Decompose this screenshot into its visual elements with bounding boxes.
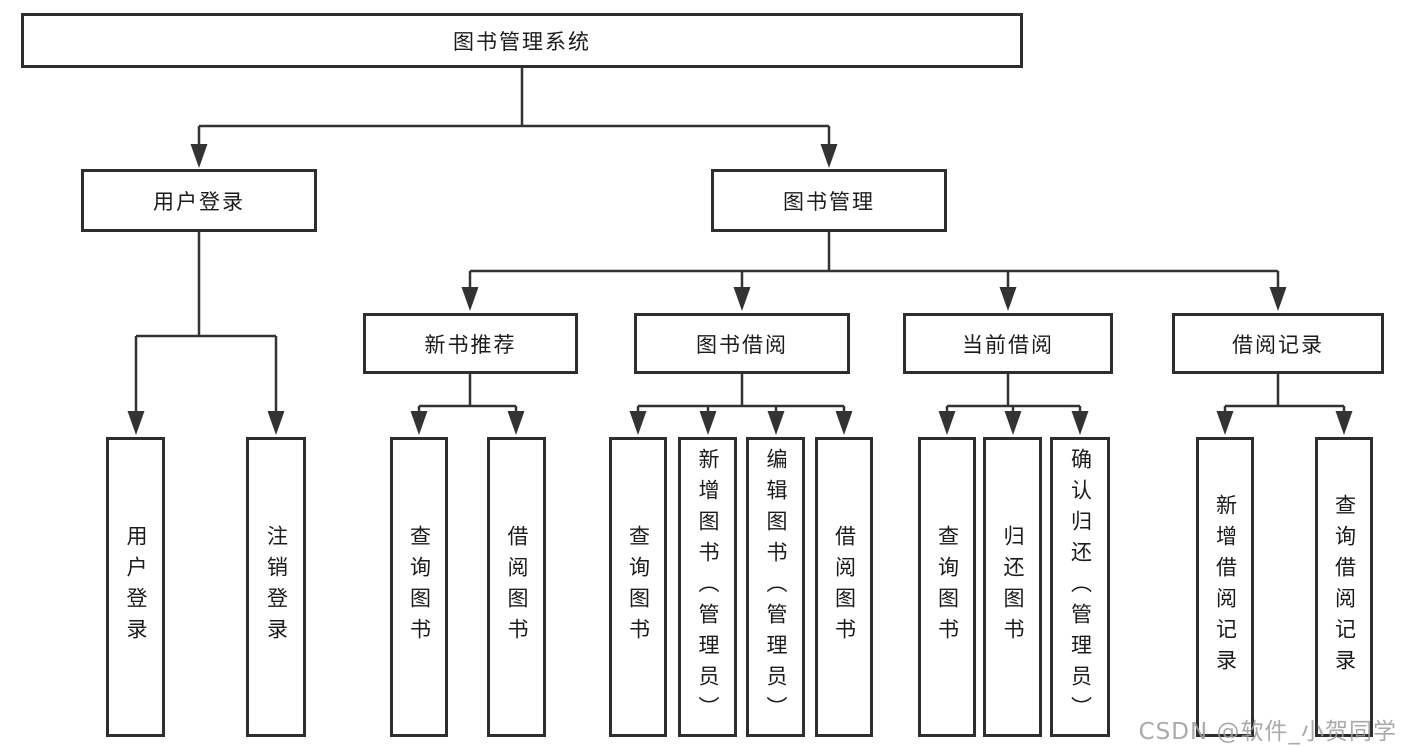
node-new-book-recommend: 新书推荐 — [363, 313, 578, 374]
leaf-recommend-query-books: 查询图书 — [390, 437, 448, 737]
leaf-current-query-books: 查询图书 — [918, 437, 976, 737]
node-borrow-records: 借阅记录 — [1172, 313, 1384, 374]
node-borrow-records-label: 借阅记录 — [1232, 332, 1324, 357]
leaf-borrow-query-books: 查询图书 — [609, 437, 667, 737]
node-book-management-label: 图书管理 — [783, 189, 875, 214]
leaf-confirm-return-admin: 确认归还（管理员） — [1050, 437, 1110, 737]
leaf-query-borrow-record: 查询借阅记录 — [1315, 437, 1373, 737]
leaf-edit-books-admin: 编辑图书（管理员） — [746, 437, 805, 737]
leaf-recommend-borrow-books: 借阅图书 — [487, 437, 546, 737]
node-user-login-label: 用户登录 — [153, 189, 245, 214]
node-root-label: 图书管理系统 — [453, 29, 591, 54]
leaf-add-borrow-record-label: 新增借阅记录 — [1213, 494, 1238, 680]
leaf-return-books-label: 归还图书 — [1001, 525, 1025, 649]
node-current-borrow: 当前借阅 — [903, 313, 1113, 374]
leaf-logout-login-label: 注销登录 — [264, 525, 289, 649]
leaf-return-books: 归还图书 — [983, 437, 1042, 737]
leaf-borrow-borrow-books: 借阅图书 — [815, 437, 873, 737]
leaf-edit-books-admin-label: 编辑图书（管理员） — [764, 447, 788, 727]
leaf-logout-login: 注销登录 — [246, 437, 306, 737]
leaf-borrow-borrow-books-label: 借阅图书 — [832, 525, 857, 649]
leaf-recommend-borrow-books-label: 借阅图书 — [505, 525, 529, 649]
node-current-borrow-label: 当前借阅 — [962, 332, 1054, 357]
leaf-current-query-books-label: 查询图书 — [935, 525, 960, 649]
leaf-add-borrow-record: 新增借阅记录 — [1196, 437, 1254, 737]
leaf-user-login-label: 用户登录 — [124, 525, 148, 649]
leaf-add-books-admin-label: 新增图书（管理员） — [696, 447, 720, 727]
node-root: 图书管理系统 — [21, 13, 1023, 68]
node-new-book-recommend-label: 新书推荐 — [424, 332, 517, 357]
node-book-management: 图书管理 — [711, 169, 947, 232]
node-user-login: 用户登录 — [81, 169, 317, 232]
leaf-borrow-query-books-label: 查询图书 — [626, 525, 651, 649]
node-book-borrow-label: 图书借阅 — [696, 332, 788, 357]
leaf-user-login: 用户登录 — [106, 437, 165, 737]
leaf-query-borrow-record-label: 查询借阅记录 — [1332, 494, 1357, 680]
arrowheads — [127, 144, 1353, 435]
node-book-borrow: 图书借阅 — [634, 313, 850, 374]
leaf-confirm-return-admin-label: 确认归还（管理员） — [1068, 447, 1093, 727]
leaf-recommend-query-books-label: 查询图书 — [407, 525, 432, 649]
leaf-add-books-admin: 新增图书（管理员） — [678, 437, 737, 737]
